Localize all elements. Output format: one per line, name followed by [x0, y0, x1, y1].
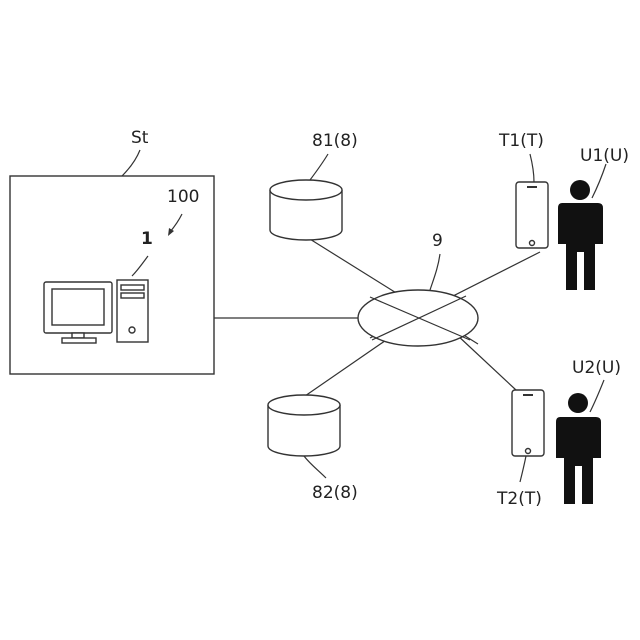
t2-home-button [526, 449, 531, 454]
network-label: 9 [432, 231, 443, 251]
u2-head [568, 393, 588, 413]
database-cylinder-icon [270, 180, 342, 240]
u1-leader-line [592, 164, 606, 198]
u2-leader-line [590, 380, 604, 412]
db1-top [270, 180, 342, 200]
db1-leader-line [310, 154, 328, 180]
t2-label: T2(T) [496, 489, 542, 509]
t1-label: T1(T) [498, 131, 544, 151]
tower-drive-1 [121, 285, 144, 290]
tower-drive-2 [121, 293, 144, 298]
db1-label: 81(8) [312, 131, 358, 151]
network-leader-line [430, 254, 440, 290]
person-icon [556, 393, 601, 504]
station-label: St [131, 128, 149, 148]
person-icon [558, 180, 603, 290]
monitor-stand [72, 333, 84, 338]
t1-leader-line [530, 154, 534, 182]
monitor-base [62, 338, 96, 343]
monitor-screen [52, 289, 104, 325]
smartphone-icon [516, 182, 548, 248]
u2-label: U2(U) [572, 358, 621, 378]
link-db2-network [305, 336, 392, 396]
u1-label: U1(U) [580, 146, 629, 166]
db2-leader-line [304, 456, 326, 478]
u2-body [556, 417, 601, 504]
system-label: 100 [167, 187, 199, 207]
t1-body [516, 182, 548, 248]
t1-speaker [527, 186, 537, 188]
tower-power-button [129, 327, 135, 333]
link-t2-network [456, 334, 516, 390]
db2-label: 82(8) [312, 483, 358, 503]
database-cylinder-icon [268, 395, 340, 456]
t2-leader-line [520, 456, 526, 482]
desktop-computer-icon [44, 280, 148, 343]
db2-top [268, 395, 340, 415]
u1-body [558, 203, 603, 290]
computer-label: 1 [141, 229, 153, 249]
t2-speaker [523, 394, 533, 396]
u1-head [570, 180, 590, 200]
station-leader-line [122, 150, 140, 176]
t1-home-button [530, 241, 535, 246]
smartphone-icon [512, 390, 544, 456]
t2-body [512, 390, 544, 456]
